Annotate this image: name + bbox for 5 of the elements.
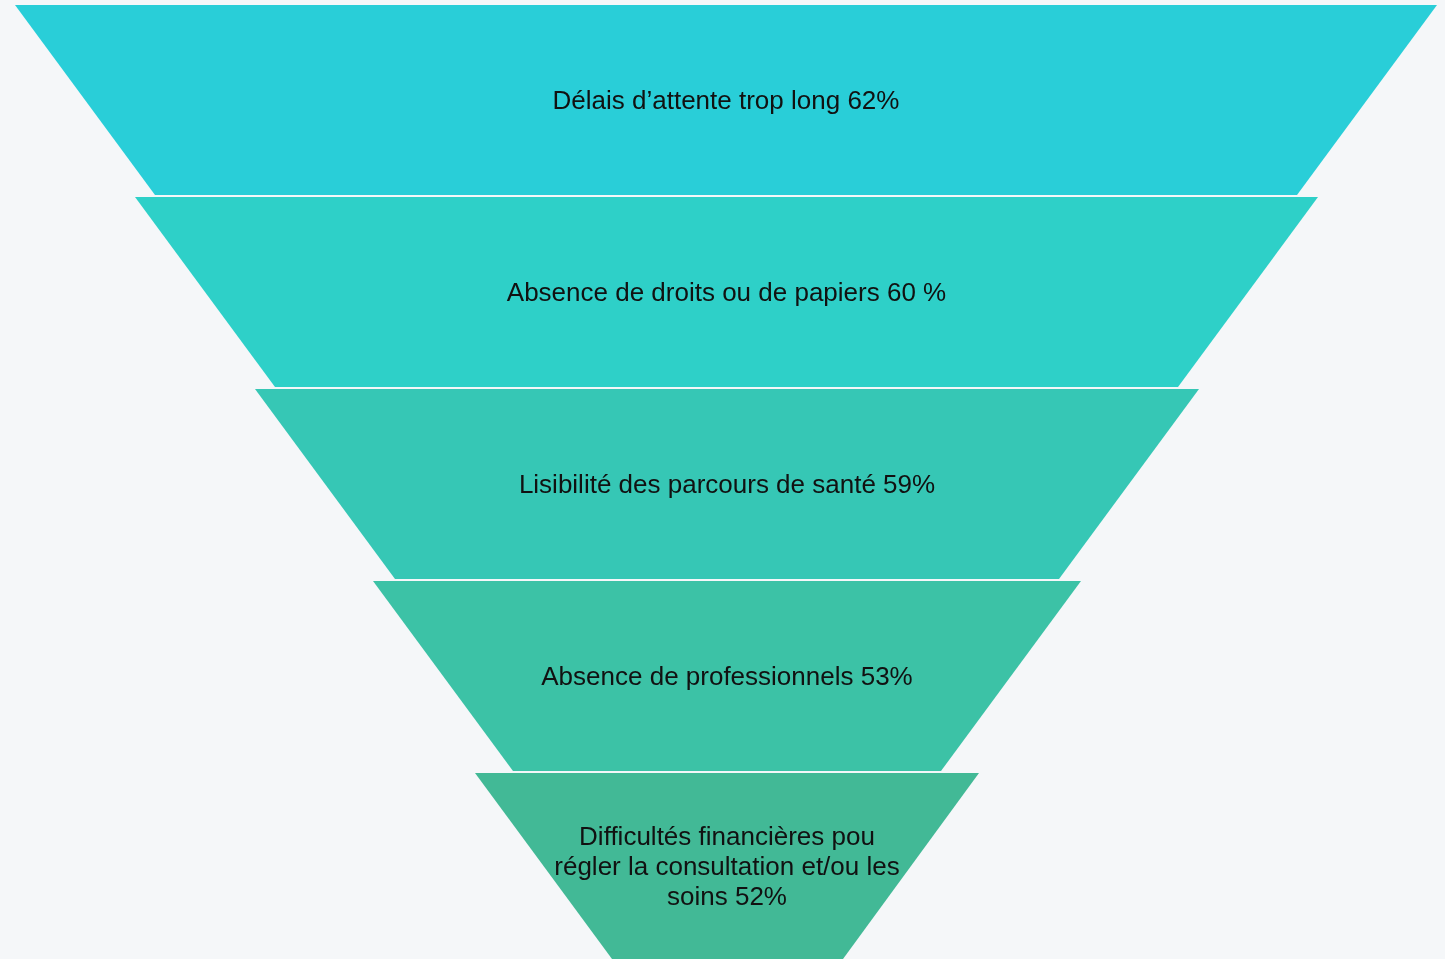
segment-label: Délais d’attente trop long 62%: [552, 85, 900, 115]
segment-label: Absence de droits ou de papiers 60 %: [506, 277, 947, 307]
segment-label: Difficultés financières pou régler la consultation et/ou les soins 52%: [553, 821, 901, 911]
segment-label: Lisibilité des parcours de santé 59%: [518, 469, 936, 499]
segment-label: Absence de professionnels 53%: [541, 661, 913, 691]
